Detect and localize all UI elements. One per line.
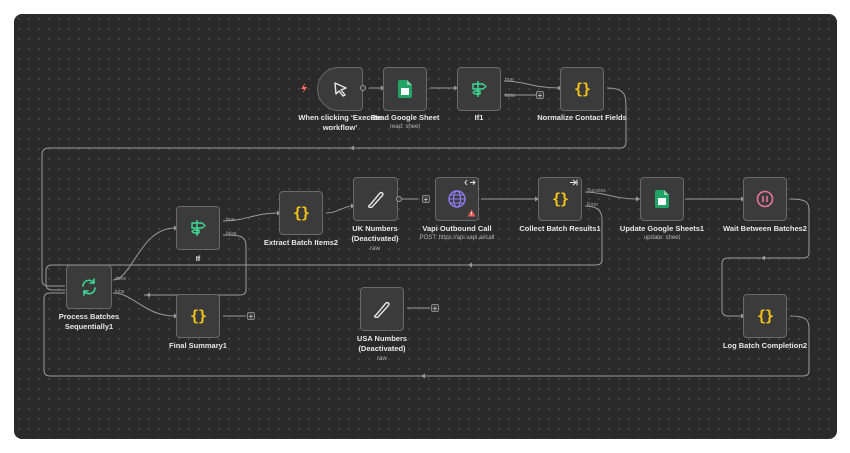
update-google-sheets-label: Update Google Sheets1 bbox=[619, 224, 705, 233]
connections-layer bbox=[41, 80, 810, 379]
process-batches-node[interactable] bbox=[66, 265, 112, 309]
wire-wait-log bbox=[721, 198, 810, 317]
collect-success-label: Success bbox=[587, 188, 606, 194]
usa-numbers-label: USA Numbers (Deactivated) bbox=[356, 334, 408, 353]
uk-numbers-node[interactable] bbox=[353, 177, 398, 221]
vapi-outbound-call-label: Vapi Outbound Call bbox=[422, 224, 492, 233]
if1-node[interactable] bbox=[457, 67, 501, 111]
wire-if-false-loop bbox=[144, 234, 247, 296]
final-summary-node[interactable]: {} bbox=[176, 294, 220, 338]
log-batch-completion-node[interactable]: {} bbox=[743, 294, 787, 338]
update-google-sheets-sub: update: sheet bbox=[643, 235, 681, 241]
uk-numbers-sub: raw bbox=[370, 246, 380, 252]
pen-icon bbox=[367, 191, 384, 208]
read-google-sheet-node[interactable] bbox=[383, 67, 427, 111]
process-loop-label: loop bbox=[115, 289, 125, 295]
pause-circle-icon bbox=[756, 190, 774, 208]
if1-true-label: true bbox=[505, 77, 514, 83]
code-braces-icon: {} bbox=[573, 80, 591, 98]
if-label: If bbox=[195, 254, 201, 263]
if-false-label: false bbox=[226, 231, 237, 237]
usa-numbers-sub: raw bbox=[377, 356, 387, 362]
wire-if1-true-normalize bbox=[503, 80, 560, 89]
if1-label: If1 bbox=[474, 113, 484, 122]
wire-collect-error-process bbox=[45, 205, 603, 291]
webhook-arrows-icon bbox=[464, 179, 476, 186]
log-batch-completion-label: Log Batch Completion2 bbox=[722, 341, 808, 350]
wait-between-batches-node[interactable] bbox=[743, 177, 787, 221]
if-true-label: true bbox=[226, 217, 235, 223]
wire-collect-update bbox=[584, 191, 638, 200]
read-google-sheet-sub: read: sheet bbox=[389, 124, 421, 130]
wire-process-loop-final bbox=[112, 292, 176, 317]
arrow-right-icon bbox=[570, 179, 578, 186]
code-braces-icon: {} bbox=[189, 307, 207, 325]
google-sheets-icon bbox=[398, 80, 412, 98]
final-summary-add-button[interactable]: + bbox=[247, 312, 255, 321]
update-google-sheets-node[interactable] bbox=[640, 177, 684, 221]
process-batches-label: Process Batches Sequentially1 bbox=[58, 312, 120, 331]
signpost-icon bbox=[191, 220, 206, 236]
usa-numbers-node[interactable] bbox=[360, 287, 404, 331]
cursor-click-icon bbox=[334, 82, 347, 97]
google-sheets-icon bbox=[655, 190, 669, 208]
trigger-node-label: When clicking ‘Execute workflow’ bbox=[298, 113, 382, 132]
usa-numbers-add-button[interactable]: + bbox=[431, 304, 439, 313]
wire-if-true-extract bbox=[222, 212, 279, 222]
extract-batch-items-node[interactable]: {} bbox=[279, 191, 323, 235]
normalize-contact-fields-node[interactable]: {} bbox=[560, 67, 604, 111]
lightning-bolt-icon bbox=[301, 83, 307, 93]
uk-numbers-add-button[interactable]: + bbox=[422, 195, 430, 204]
loop-arrows-icon bbox=[82, 278, 96, 296]
signpost-icon bbox=[472, 81, 487, 97]
wire-process-done-if bbox=[112, 227, 176, 281]
globe-icon bbox=[448, 190, 466, 208]
trigger-output-port[interactable] bbox=[360, 85, 366, 91]
if-node[interactable] bbox=[176, 206, 220, 250]
wire-log-process bbox=[43, 292, 810, 377]
code-braces-icon: {} bbox=[551, 190, 569, 208]
workflow-canvas[interactable]: When clicking ‘Execute workflow’ Read Go… bbox=[14, 14, 837, 439]
collect-batch-results-label: Collect Batch Results1 bbox=[519, 224, 601, 233]
final-summary-label: Final Summary1 bbox=[169, 341, 227, 350]
trigger-node[interactable] bbox=[317, 67, 363, 111]
normalize-contact-fields-label: Normalize Contact Fields bbox=[537, 113, 627, 122]
if1-false-add-button[interactable]: + bbox=[536, 91, 544, 100]
uk-numbers-output-port[interactable] bbox=[396, 196, 402, 202]
process-done-label: done bbox=[115, 276, 127, 282]
read-google-sheet-label: Read Google Sheet bbox=[370, 113, 440, 122]
extract-batch-items-label: Extract Batch Items2 bbox=[263, 238, 339, 247]
warning-triangle-icon bbox=[467, 209, 476, 217]
uk-numbers-label: UK Numbers (Deactivated) bbox=[351, 224, 399, 243]
pen-icon bbox=[373, 301, 390, 318]
code-braces-icon: {} bbox=[756, 307, 774, 325]
vapi-outbound-call-sub: POST: https://api.vapi.ai/call bbox=[419, 235, 495, 241]
if1-false-label: false bbox=[505, 93, 516, 99]
wire-extract-uk bbox=[325, 205, 353, 214]
collect-error-label: Error bbox=[587, 202, 599, 208]
collect-batch-results-node[interactable]: {} bbox=[538, 177, 582, 221]
wait-between-batches-label: Wait Between Batches2 bbox=[723, 224, 807, 233]
code-braces-icon: {} bbox=[292, 204, 310, 222]
wire-normalize-process bbox=[41, 87, 627, 287]
